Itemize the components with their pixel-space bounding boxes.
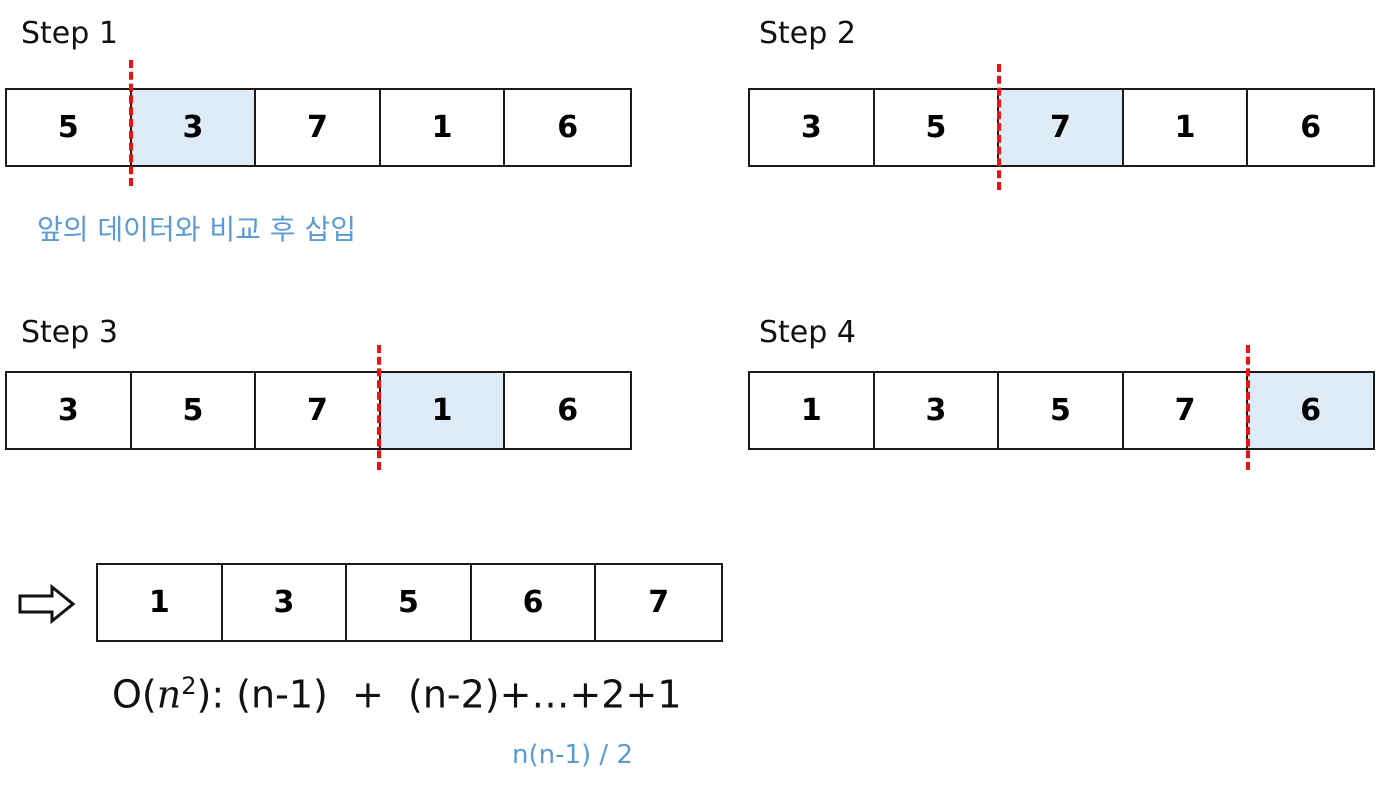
array-cell: 5 (131, 373, 257, 448)
array-cell: 7 (256, 90, 381, 165)
sum-note: n(n-1) / 2 (512, 740, 633, 770)
array-cell: 1 (1123, 90, 1249, 165)
array-cell: 5 (874, 90, 1000, 165)
array-cell: 6 (505, 373, 630, 448)
sorted-result-array: 1 3 5 6 7 (96, 563, 723, 642)
array-cell: 7 (256, 373, 381, 448)
array-cell-current: 1 (380, 373, 506, 448)
right-arrow-icon (18, 584, 76, 624)
step-4-array: 1 3 5 7 6 (748, 371, 1375, 450)
formula-suffix: ): (n-1) + (n-2)+…+2+1 (196, 672, 682, 717)
sorted-boundary-divider (377, 345, 381, 470)
sorted-boundary-divider (1246, 345, 1250, 470)
array-cell: 3 (750, 90, 875, 165)
array-cell: 1 (750, 373, 875, 448)
sorted-boundary-divider (129, 60, 133, 186)
formula-exponent: 2 (181, 672, 197, 700)
step-1-note: 앞의 데이터와 비교 후 삽입 (37, 213, 356, 246)
step-1-label: Step 1 (21, 16, 118, 51)
step-1-array: 5 3 7 1 6 (5, 88, 632, 167)
array-cell: 1 (380, 90, 506, 165)
array-cell: 3 (7, 373, 132, 448)
array-cell: 1 (98, 565, 223, 640)
array-cell-current: 7 (999, 90, 1124, 165)
array-cell: 5 (999, 373, 1124, 448)
array-cell-current: 3 (131, 90, 257, 165)
array-cell: 6 (471, 565, 597, 640)
step-3-label: Step 3 (21, 315, 118, 350)
array-cell: 5 (7, 90, 132, 165)
sorted-boundary-divider (997, 64, 1001, 190)
formula-variable: n (156, 672, 182, 717)
complexity-formula: O(n2): (n-1) + (n-2)+…+2+1 (112, 672, 682, 717)
array-cell: 7 (1123, 373, 1249, 448)
array-cell-current: 6 (1248, 373, 1373, 448)
step-4-label: Step 4 (759, 315, 856, 350)
step-2-array: 3 5 7 1 6 (748, 88, 1375, 167)
array-cell: 3 (222, 565, 348, 640)
step-2-label: Step 2 (759, 16, 856, 51)
formula-prefix: O( (112, 672, 157, 717)
array-cell: 5 (347, 565, 472, 640)
array-cell: 3 (874, 373, 1000, 448)
array-cell: 6 (505, 90, 630, 165)
array-cell: 7 (596, 565, 721, 640)
step-3-array: 3 5 7 1 6 (5, 371, 632, 450)
array-cell: 6 (1248, 90, 1373, 165)
